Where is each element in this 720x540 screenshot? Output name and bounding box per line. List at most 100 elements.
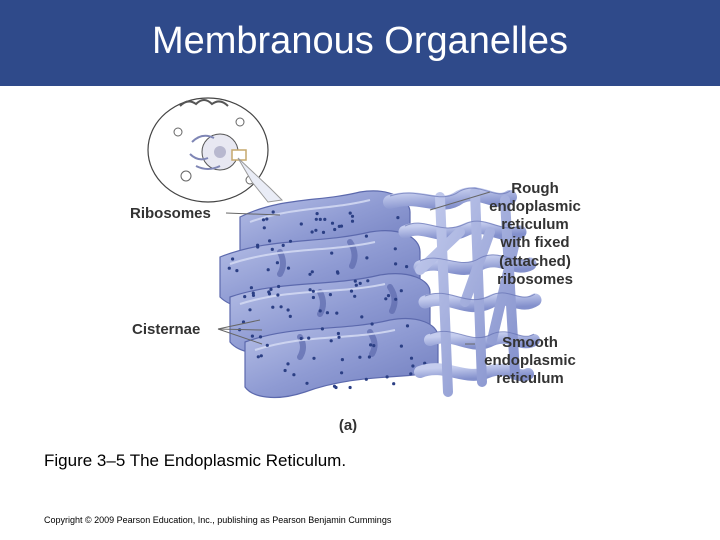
ribosome-dot: [393, 247, 397, 251]
label-rough-er-line-1: Rough: [511, 180, 558, 197]
ribosome-dot: [250, 334, 254, 338]
ribosome-dot: [286, 266, 291, 270]
ribosome-dot: [369, 343, 373, 347]
ribosome-dot: [318, 309, 322, 313]
ribosome-dot: [261, 218, 266, 222]
ribosome-dot: [358, 355, 362, 359]
ribosome-dot: [299, 336, 303, 341]
ribosome-dot: [310, 270, 314, 274]
label-rough-er: Rough endoplasmic reticulum with fixed (…: [489, 180, 581, 288]
ribosome-dot: [350, 214, 355, 218]
label-smooth-er-line-1: Smooth: [502, 334, 558, 351]
ribosome-dot: [315, 212, 319, 216]
ribosome-dot: [288, 239, 293, 243]
ribosome-dot: [267, 290, 271, 294]
ribosome-dot: [336, 271, 340, 275]
ribosome-dot: [259, 354, 263, 358]
ribosome-dot: [251, 291, 255, 295]
ribosome-dot: [241, 320, 246, 324]
smooth-er-outline: [389, 187, 536, 339]
ribosome-dot: [365, 256, 369, 260]
ribosome-dot: [336, 331, 340, 336]
ribosome-dot: [265, 343, 269, 347]
ribosome-dot: [311, 289, 315, 293]
ribosome-dot: [318, 217, 322, 221]
ribosome-dot: [335, 311, 339, 315]
ribosome-dot: [399, 289, 403, 293]
ribosome-dot: [339, 224, 344, 228]
ribosome-dot: [311, 295, 315, 300]
title-bar: Membranous Organelles: [0, 0, 720, 86]
label-smooth-er-line-3: reticulum: [496, 370, 564, 387]
ribosome-dot: [276, 293, 280, 297]
ribosome-dot: [333, 227, 337, 232]
label-rough-er-line-4: with fixed: [499, 234, 569, 251]
ribosome-dot: [366, 279, 370, 283]
ribosome-dot: [364, 234, 368, 238]
ribosome-dot: [271, 305, 275, 309]
ribosome-dot: [350, 219, 355, 223]
ribosome-dot: [279, 305, 283, 309]
ribosome-dot: [348, 385, 352, 390]
er-figure: Ribosomes Cisternae Rough endoplasmic re…: [120, 92, 600, 437]
ribosome-dot: [423, 361, 427, 365]
ribosome-dot: [265, 217, 269, 221]
ribosome-dot: [405, 265, 409, 269]
ribosome-dot: [227, 266, 231, 270]
ribosome-dot: [329, 339, 333, 343]
rough-er-sheets: [219, 190, 439, 398]
slide-title: Membranous Organelles: [151, 19, 569, 62]
ribosome-dot: [384, 297, 388, 301]
ribosome-dot: [360, 315, 364, 319]
ribosome-dot: [392, 382, 396, 386]
cell-thumbnail: [147, 97, 269, 203]
ribosome-dot: [330, 221, 335, 225]
ribosome-dot: [372, 344, 376, 348]
ribosome-dot: [364, 377, 368, 381]
ribosome-dot: [312, 356, 316, 360]
ribosome-dot: [314, 228, 318, 232]
label-ribosomes: Ribosomes: [130, 205, 211, 222]
ribosome-dot: [409, 356, 414, 360]
ribosome-dot: [286, 308, 290, 312]
ribosome-dot: [292, 373, 296, 377]
leader-lines: [217, 191, 491, 345]
ribosome-dot: [256, 355, 260, 359]
ribosome-dot: [235, 269, 239, 273]
ribosome-dot: [330, 251, 334, 255]
smooth-er-network: [383, 187, 542, 397]
ribosome-dot: [358, 281, 362, 285]
label-rough-er-line-6: ribosomes: [497, 271, 573, 288]
ribosome-dot: [310, 230, 314, 234]
ribosome-dot: [337, 335, 341, 339]
ribosome-dot: [340, 371, 344, 375]
ribosome-dot: [281, 243, 285, 247]
ribosome-dot: [320, 327, 324, 331]
ribosome-dot: [399, 344, 403, 348]
ribosome-dot: [231, 257, 235, 261]
ribosome-dot: [353, 294, 357, 298]
er-illustration: Ribosomes Cisternae Rough endoplasmic re…: [130, 97, 581, 434]
ribosome-dot: [349, 289, 354, 293]
ribosome-dot: [283, 368, 287, 373]
label-cisternae: Cisternae: [132, 321, 200, 338]
ribosome-dot: [340, 358, 344, 362]
ribosome-dot: [396, 216, 400, 220]
label-rough-er-line-3: reticulum: [501, 216, 569, 233]
label-smooth-er-line-2: endoplasmic: [484, 352, 576, 369]
ribosome-dot: [321, 230, 326, 234]
ribosome-dot: [354, 283, 358, 287]
ribosome-dot: [288, 314, 292, 318]
ribosome-dot: [305, 381, 309, 385]
ribosome-dot: [370, 322, 374, 326]
ribosome-dot: [307, 336, 311, 340]
zoom-funnel: [237, 157, 284, 203]
label-rough-er-line-2: endoplasmic: [489, 198, 581, 215]
ribosome-dot: [308, 272, 312, 276]
ribosome-dot: [394, 297, 398, 301]
ribosome-dot: [308, 288, 312, 292]
ribosome-dot: [243, 295, 247, 299]
ribosome-dot: [266, 268, 270, 272]
ribosome-dot: [270, 247, 274, 251]
ribosome-dot: [405, 324, 410, 328]
